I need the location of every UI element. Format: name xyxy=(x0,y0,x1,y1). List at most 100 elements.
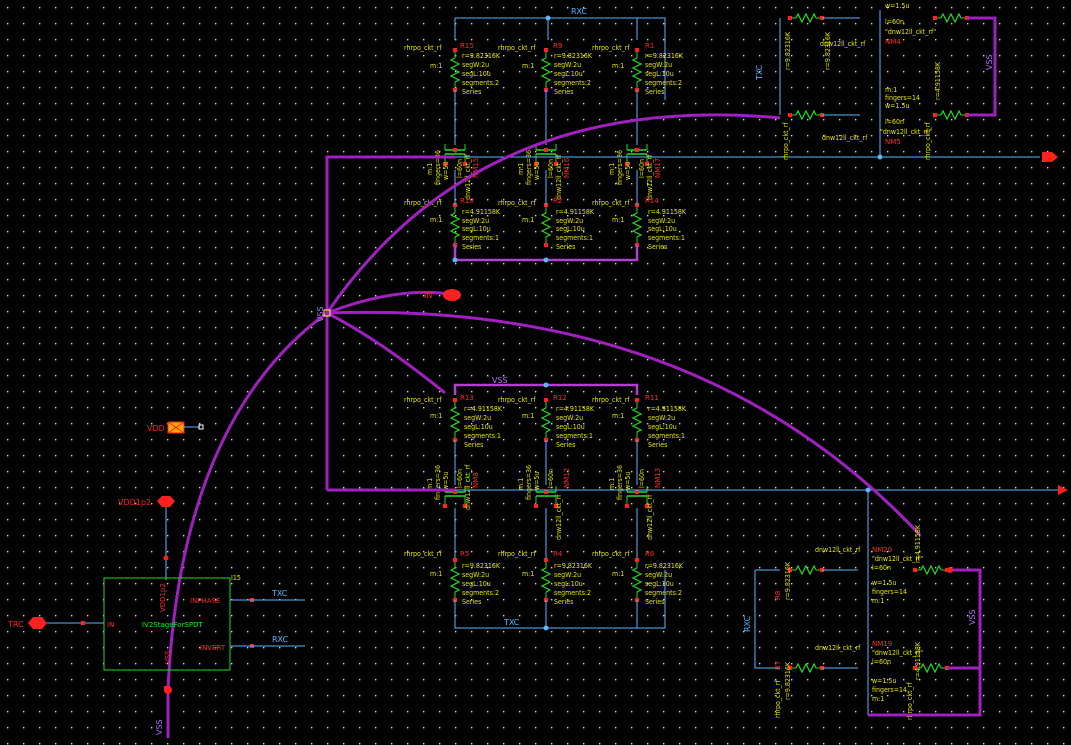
res-R5-labels: rhrpo_ckt_rf R5 r=9.82316K m:1 segW:2u s… xyxy=(404,550,501,606)
svg-text:r=9.82316K: r=9.82316K xyxy=(645,52,684,60)
res-R6-labels: rhrpo_ckt_rf R6 r=9.82316K m:1 segW:2u s… xyxy=(592,550,684,606)
svg-text:r=4.91158K: r=4.91158K xyxy=(556,208,595,216)
svg-text:Series: Series xyxy=(554,598,573,606)
svg-text:m:1: m:1 xyxy=(522,216,534,224)
svg-text:"dnw12ll_ckt_rf": "dnw12ll_ckt_rf" xyxy=(872,555,923,563)
svg-text:VSS: VSS xyxy=(985,54,994,70)
svg-text:RXC: RXC xyxy=(743,616,752,632)
svg-text:m:1: m:1 xyxy=(612,570,624,578)
svg-text:R13: R13 xyxy=(460,394,474,402)
svg-text:segments:1: segments:1 xyxy=(556,432,593,440)
svg-text:segL:10u: segL:10u xyxy=(645,70,674,78)
svg-text:R11: R11 xyxy=(645,394,659,402)
svg-text:segW:2u: segW:2u xyxy=(462,571,489,579)
output-arrow-bottom[interactable] xyxy=(1058,485,1068,495)
svg-text:"dnw12ll_ckt_rf": "dnw12ll_ckt_rf" xyxy=(880,128,931,136)
svg-text:segW:2u: segW:2u xyxy=(554,571,581,579)
svg-text:Series: Series xyxy=(648,441,667,449)
svg-text:l=60n: l=60n xyxy=(638,159,646,178)
vss-highlight-net[interactable] xyxy=(166,113,922,738)
vdd1p2-pin[interactable]: VDD1p2 xyxy=(118,496,175,580)
svg-text:segL:10u: segL:10u xyxy=(645,580,674,588)
svg-text:rhrpo_ckt_rf: rhrpo_ckt_rf xyxy=(592,44,630,52)
svg-text:w=5u: w=5u xyxy=(442,472,450,490)
svg-text:m:1: m:1 xyxy=(517,163,525,175)
svg-text:R2: R2 xyxy=(553,197,562,205)
svg-text:dnw12ll_ckt_rf: dnw12ll_ckt_rf xyxy=(646,494,654,540)
svg-text:segments:1: segments:1 xyxy=(648,234,685,242)
svg-text:m:1: m:1 xyxy=(430,62,442,70)
svg-text:segL:10u: segL:10u xyxy=(462,580,491,588)
net-label-rxc: RXC xyxy=(571,7,587,16)
svg-text:NM8: NM8 xyxy=(472,472,480,488)
svg-text:segW:2u: segW:2u xyxy=(648,217,675,225)
svg-text:l=60n: l=60n xyxy=(547,159,555,178)
svg-text:Series: Series xyxy=(556,441,575,449)
svg-text:NM12: NM12 xyxy=(563,468,571,488)
svg-text:w=5u: w=5u xyxy=(533,162,541,180)
svg-text:m:1: m:1 xyxy=(885,86,897,94)
res-R13-labels: rhrpo_ckt_rf R13 r=4.91158K m:1 segW:2u … xyxy=(404,394,503,449)
svg-text:segL:10u: segL:10u xyxy=(648,423,677,431)
svg-text:r=4.91158K: r=4.91158K xyxy=(462,208,501,216)
res-R15-labels: rhrpo_ckt_rf R15 r=9.82316K m:1 segW:2u … xyxy=(404,42,501,96)
svg-text:fingers=36: fingers=36 xyxy=(434,150,442,185)
svg-text:rhrpo_ckt_rf: rhrpo_ckt_rf xyxy=(774,680,782,718)
res-R11-labels: rhrpo_ckt_rf R11 r=4.91158K m:1 segW:2u … xyxy=(592,394,687,449)
svg-text:m:1: m:1 xyxy=(608,163,616,175)
svg-text:fingers=36: fingers=36 xyxy=(525,465,533,500)
svg-text:NM19: NM19 xyxy=(872,640,892,648)
svg-text:segL:10u: segL:10u xyxy=(462,70,491,78)
svg-text:fingers=36: fingers=36 xyxy=(434,465,442,500)
svg-text:w=1.5u: w=1.5u xyxy=(885,102,909,110)
svg-text:Series: Series xyxy=(645,598,664,606)
svg-text:segW:2u: segW:2u xyxy=(648,414,675,422)
svg-text:TXC: TXC xyxy=(755,64,764,81)
svg-text:INVERT: INVERT xyxy=(200,644,226,652)
svg-text:Series: Series xyxy=(556,243,575,251)
svg-text:dnw12ll_ckt_rf: dnw12ll_ckt_rf xyxy=(555,494,563,540)
svg-text:dnw12ll_ckt_rf: dnw12ll_ckt_rf xyxy=(822,134,868,142)
right-bottom-shunt-block: RXC dnw12ll_ckt_rf NM20 "dnw12ll_ckt_rf"… xyxy=(743,487,982,720)
svg-text:R10: R10 xyxy=(460,197,474,205)
svg-text:l=60n: l=60n xyxy=(638,469,646,488)
vdd-pin[interactable]: VDD xyxy=(147,421,204,434)
svg-text:VDD1p2: VDD1p2 xyxy=(118,498,151,507)
svg-text:rhrpo_ckt_rf: rhrpo_ckt_rf xyxy=(592,396,630,404)
instance-i15[interactable]: I15 IV2StageForSPDT VDD1p2 VSS IN INPHAS… xyxy=(103,574,305,691)
svg-text:segL:10u: segL:10u xyxy=(554,580,583,588)
svg-text:Series: Series xyxy=(648,243,667,251)
svg-text:dnw12ll_ckt_rf: dnw12ll_ckt_rf xyxy=(555,154,563,200)
svg-text:rhrpo_ckt_rf: rhrpo_ckt_rf xyxy=(782,122,790,160)
svg-text:r=4.91158K: r=4.91158K xyxy=(914,641,922,680)
svg-text:rhrpo_ckt_rf: rhrpo_ckt_rf xyxy=(498,44,536,52)
svg-text:fingers=14: fingers=14 xyxy=(872,588,907,596)
svg-text:w=5u: w=5u xyxy=(624,162,632,180)
trc-pin[interactable]: TRC xyxy=(7,617,104,629)
svg-text:l=60n: l=60n xyxy=(456,159,464,178)
svg-text:RXC: RXC xyxy=(272,635,288,644)
svg-text:l=60n: l=60n xyxy=(872,658,891,666)
svg-text:VSS: VSS xyxy=(164,650,172,664)
svg-text:segments:2: segments:2 xyxy=(554,589,591,597)
svg-text:NM15: NM15 xyxy=(472,158,480,178)
svg-text:rhrpo_ckt_rf: rhrpo_ckt_rf xyxy=(404,44,442,52)
svg-text:r=4.91158K: r=4.91158K xyxy=(464,405,503,413)
output-arrow-top[interactable] xyxy=(1042,152,1058,162)
svg-text:rhrpo_ckt_rf: rhrpo_ckt_rf xyxy=(404,550,442,558)
svg-text:VDD: VDD xyxy=(147,424,165,433)
svg-text:r=9.82316K: r=9.82316K xyxy=(645,562,684,570)
svg-text:l=60n: l=60n xyxy=(885,118,904,126)
svg-text:w=1.5u: w=1.5u xyxy=(885,2,909,10)
res-R12-labels: rhrpo_ckt_rf R12 r=4.91158K m:1 segW:2u … xyxy=(498,394,595,449)
svg-text:R15: R15 xyxy=(460,42,474,50)
svg-text:segL:10u: segL:10u xyxy=(556,423,585,431)
svg-text:rhrpo_ckt_rf: rhrpo_ckt_rf xyxy=(498,199,536,207)
svg-text:R8: R8 xyxy=(774,591,782,600)
svg-text:NM17: NM17 xyxy=(654,158,662,178)
svg-text:NM16: NM16 xyxy=(563,157,571,178)
svg-text:r=9.82316K: r=9.82316K xyxy=(554,562,593,570)
svg-text:R6: R6 xyxy=(645,550,655,558)
